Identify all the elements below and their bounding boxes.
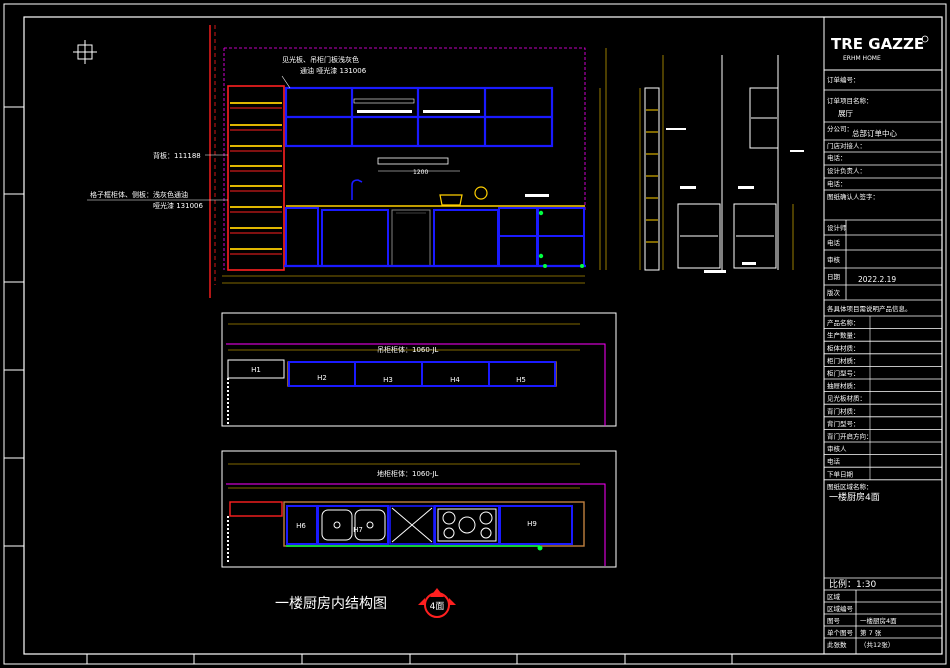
version-label: 版次 bbox=[827, 288, 841, 297]
brand-logo: TRE GAZZE bbox=[831, 35, 924, 53]
upper-cell-H2: H2 bbox=[317, 374, 327, 382]
bottom-value-sheet-no: 一楼厨房4面 bbox=[860, 616, 897, 625]
product-field-label: 抽屉材质： bbox=[827, 381, 860, 390]
product-fields: 产品名称： 生产数量： 柜体材质： 柜门材质： 柜门型号： 抽屉材质： 见光板材质： 背门材质… bbox=[824, 316, 942, 481]
dimension-1200: 1200 bbox=[413, 169, 428, 176]
title-block: TRE GAZZE ERHM HOME bbox=[823, 16, 943, 655]
field-label-order-no: 订单编号： bbox=[827, 75, 860, 84]
product-field-label: 柜门型号： bbox=[827, 369, 860, 378]
upper-plan-title: 吊柜柜体：1060-JL bbox=[377, 345, 438, 354]
product-field-label: 柜体材质： bbox=[827, 343, 860, 352]
note-shelf-color: 格子框柜体、侧板：浅灰色通油 bbox=[90, 190, 188, 199]
kitchen-elevation: 1200 见光板、吊柜门板浅灰色 通油 哑光漆 131006 bbox=[87, 25, 607, 298]
bottom-value-sheet-count: （共12张） bbox=[860, 640, 894, 649]
border-ticks bbox=[4, 106, 733, 664]
side-sections bbox=[639, 55, 804, 273]
upper-cell-H5: H5 bbox=[516, 376, 526, 384]
lower-cell-H9: H9 bbox=[527, 520, 537, 528]
designer-label: 设计师 bbox=[827, 223, 847, 232]
brand-subtitle: ERHM HOME bbox=[843, 55, 881, 62]
upper-cabinet-plan: 吊柜柜体：1060-JL H1 H2 H3 H4 H5 bbox=[221, 312, 617, 427]
bottom-label-area-no: 区域编号 bbox=[827, 604, 854, 613]
base-cabinet-plan: 地柜柜体：1060-JL H6 H7 H9 bbox=[221, 450, 617, 568]
product-note: 各具体项目需说明产品信息。 bbox=[827, 304, 912, 313]
lower-cell-H6: H6 bbox=[296, 522, 306, 530]
note-shelf-finish: 哑光漆 131006 bbox=[153, 201, 203, 210]
field-label-signature: 图纸确认人签字： bbox=[827, 192, 879, 201]
product-field-label: 生产数量： bbox=[827, 331, 860, 340]
drawing-title: 一楼厨房内结构图 bbox=[275, 596, 387, 612]
bottom-value-single-no: 第 7 张 bbox=[860, 628, 882, 637]
product-field-label: 柜门材质： bbox=[827, 356, 860, 365]
bottom-label-sheet-no: 图号 bbox=[827, 617, 841, 625]
date-label: 日期 bbox=[827, 273, 841, 281]
product-field-label: 见光板材质： bbox=[827, 394, 866, 403]
lower-cell-H7: H7 bbox=[353, 526, 363, 534]
view-tag: 4面 bbox=[430, 601, 445, 612]
product-field-label: 审核人 bbox=[827, 444, 847, 453]
field-label-design-lead: 设计负责人： bbox=[827, 166, 866, 175]
review-label: 审核 bbox=[827, 255, 841, 264]
field-label-branch: 分公司： bbox=[827, 124, 853, 133]
product-field-label: 下单日期 bbox=[827, 469, 854, 478]
note-panel-color: 见光板、吊柜门板浅灰色 bbox=[282, 55, 359, 64]
field-label-store-contact: 门店对接人： bbox=[827, 141, 866, 150]
product-field-label: 背门材质： bbox=[827, 406, 860, 415]
note-backboard: 背板：111188 bbox=[153, 151, 201, 160]
product-field-label: 电话 bbox=[827, 457, 841, 466]
drawing-name: 一楼厨房4面 bbox=[829, 491, 880, 503]
field-label-phone-2: 电话： bbox=[827, 179, 847, 188]
scale-label: 比例：1:30 bbox=[829, 578, 876, 590]
drawing-name-label: 图纸区域名称： bbox=[827, 482, 873, 491]
date-value: 2022.2.19 bbox=[858, 275, 896, 284]
upper-cell-H3: H3 bbox=[383, 376, 393, 384]
bottom-label-single-no: 单个图号 bbox=[827, 628, 854, 637]
crosshair-cursor bbox=[73, 40, 97, 64]
product-field-label: 背门型号： bbox=[827, 419, 860, 428]
note-panel-finish: 通油 哑光漆 131006 bbox=[300, 66, 367, 75]
upper-cell-H1: H1 bbox=[251, 366, 261, 374]
designer-phone-label: 电话 bbox=[827, 238, 841, 247]
bottom-label-area: 区域 bbox=[827, 592, 841, 601]
drawing-caption: 一楼厨房内结构图 4面 bbox=[275, 588, 456, 618]
lower-plan-title: 地柜柜体：1060-JL bbox=[377, 469, 438, 478]
bottom-label-sheet-count: 此张数 bbox=[827, 640, 847, 649]
field-label-phone-1: 电话： bbox=[827, 153, 847, 162]
product-field-label: 背门开启方向： bbox=[827, 432, 873, 441]
sheet-border bbox=[3, 3, 947, 665]
field-label-project: 订单项目名称： bbox=[827, 96, 873, 105]
field-value-project: 展厅 bbox=[838, 109, 853, 118]
field-value-branch: 总部订单中心 bbox=[852, 128, 897, 138]
upper-cell-H4: H4 bbox=[450, 376, 460, 384]
product-field-label: 产品名称： bbox=[827, 318, 860, 327]
